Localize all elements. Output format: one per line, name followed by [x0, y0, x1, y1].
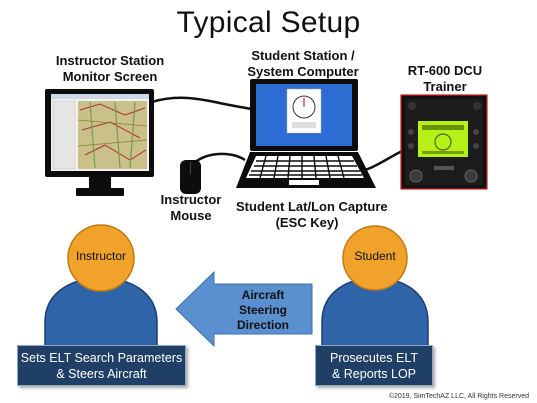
- instructor-role-line2: & Steers Aircraft: [56, 366, 147, 381]
- capture-label-line1: Student Lat/Lon Capture: [236, 199, 388, 214]
- instructor-station-label: Instructor Station Monitor Screen: [50, 53, 170, 85]
- compass-icon: [292, 95, 316, 119]
- mouse-label-line2: Mouse: [170, 208, 212, 223]
- instructor-station-label-line1: Instructor Station: [55, 53, 165, 68]
- instructor-role-line1: Sets ELT Search Parameters: [20, 350, 183, 365]
- arrow-label-line3: Direction: [236, 318, 289, 332]
- instructor-monitor-icon: [45, 89, 154, 196]
- monitor-cable: [151, 96, 257, 112]
- capture-label-line2: (ESC Key): [275, 215, 339, 230]
- arrow-label: Aircraft Steering Direction: [214, 288, 312, 333]
- capture-label: Student Lat/Lon Capture (ESC Key): [236, 199, 388, 231]
- student-badge: Student: [354, 249, 396, 263]
- page-title: Typical Setup: [176, 6, 361, 39]
- trainer-device-icon: [400, 94, 488, 190]
- laptop-icon: [236, 79, 376, 188]
- trainer-label: RT-600 DCU Trainer: [400, 63, 490, 95]
- trainer-label-line1: RT-600 DCU: [407, 63, 483, 78]
- instructor-station-label-line2: Monitor Screen: [62, 69, 158, 84]
- student-station-label: Student Station / System Computer: [242, 48, 364, 80]
- mouse-label: Instructor Mouse: [155, 192, 227, 224]
- student-station-label-line1: Student Station /: [251, 48, 355, 63]
- laptop-trackpad: [289, 180, 319, 185]
- trainer-knob-left: [409, 169, 423, 183]
- student-role-line1: Prosecutes ELT: [329, 350, 418, 365]
- steering-arrow: [175, 270, 313, 348]
- instructor-head: [67, 224, 135, 292]
- trainer-knob-right: [464, 169, 478, 183]
- map-view: [78, 101, 147, 169]
- student-role-line2: & Reports LOP: [331, 366, 417, 381]
- monitor-stand: [76, 188, 124, 196]
- trainer-label-line2: Trainer: [423, 79, 467, 94]
- mouse-icon: [180, 160, 201, 194]
- arrow-label-line1: Aircraft: [241, 288, 285, 302]
- arrow-label-line2: Steering: [238, 303, 287, 317]
- instructor-badge: Instructor: [75, 249, 126, 263]
- student-head: [342, 225, 408, 291]
- student-station-label-line2: System Computer: [247, 64, 359, 79]
- instructor-role-box: Sets ELT Search Parameters & Steers Airc…: [17, 345, 186, 386]
- copyright-notice: ©2019, SimTechAZ LLC, All Rights Reserve…: [388, 393, 529, 400]
- mouse-label-line1: Instructor: [160, 192, 222, 207]
- student-person-icon: [321, 225, 429, 353]
- monitor-neck: [89, 177, 111, 188]
- instructor-person-icon: [44, 224, 158, 353]
- student-role-box: Prosecutes ELT & Reports LOP: [315, 345, 433, 386]
